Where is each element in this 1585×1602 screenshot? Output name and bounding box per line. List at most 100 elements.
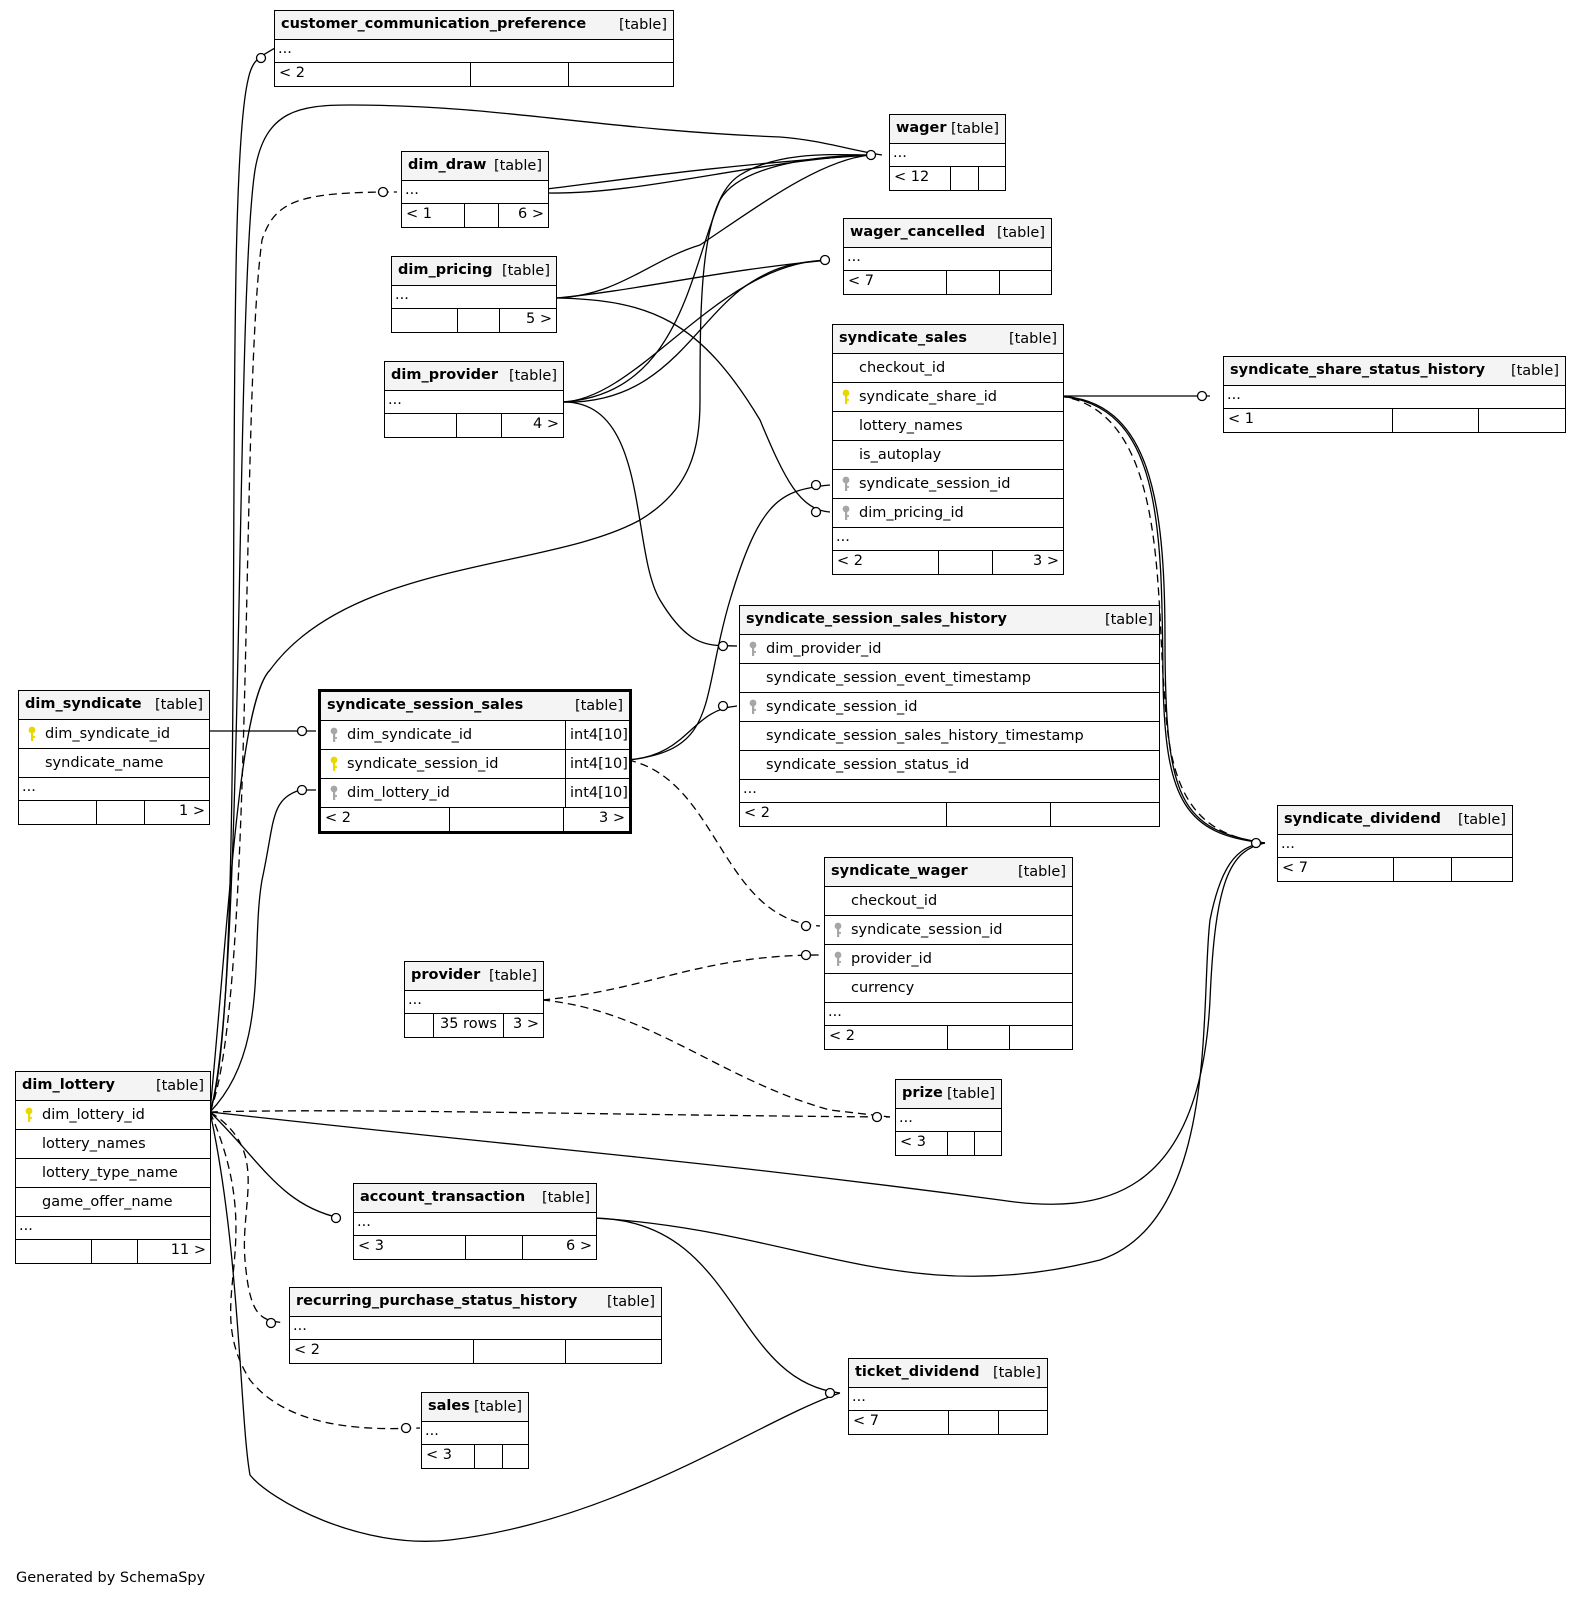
column-row[interactable]: syndicate_session_sales_history_timestam… <box>740 722 1159 751</box>
column-row[interactable]: dim_lottery_id <box>16 1101 210 1130</box>
column-row[interactable]: syndicate_share_id <box>833 383 1063 412</box>
more-columns-row[interactable]: ... <box>1278 835 1512 858</box>
table-dim-pricing[interactable]: dim_pricing[table]...5 > <box>391 256 557 333</box>
parents-count[interactable]: < 2 <box>294 1342 320 1358</box>
more-columns-row[interactable]: ... <box>825 1003 1072 1026</box>
more-columns-row[interactable]: ... <box>402 181 548 204</box>
table-header[interactable]: syndicate_share_status_history[table] <box>1224 357 1565 386</box>
children-count[interactable]: 3 > <box>563 808 629 831</box>
column-row[interactable]: lottery_type_name <box>16 1159 210 1188</box>
children-count[interactable] <box>1478 409 1565 432</box>
table-header[interactable]: dim_provider[table] <box>385 362 563 391</box>
column-row[interactable]: game_offer_name <box>16 1188 210 1217</box>
children-count[interactable] <box>1050 803 1159 826</box>
parents-count[interactable]: < 3 <box>900 1134 926 1150</box>
table-header[interactable]: dim_syndicate[table] <box>19 691 209 720</box>
more-columns-row[interactable]: ... <box>833 528 1063 551</box>
table-syndicate-share-status-history[interactable]: syndicate_share_status_history[table]...… <box>1223 356 1566 433</box>
more-columns-row[interactable]: ... <box>896 1109 1001 1132</box>
table-syndicate-session-sales[interactable]: syndicate_session_sales[table]dim_syndic… <box>318 689 632 834</box>
children-count[interactable]: 3 > <box>503 1014 543 1037</box>
table-header[interactable]: wager[table] <box>890 115 1005 144</box>
column-row[interactable]: checkout_id <box>833 354 1063 383</box>
table-header[interactable]: syndicate_dividend[table] <box>1278 806 1512 835</box>
table-sales[interactable]: sales[table]... < 3 <box>421 1392 529 1469</box>
table-header[interactable]: dim_draw[table] <box>402 152 548 181</box>
column-row[interactable]: syndicate_session_id <box>833 470 1063 499</box>
table-recurring-purchase-status-history[interactable]: recurring_purchase_status_history[table]… <box>289 1287 662 1364</box>
parents-count[interactable]: < 7 <box>853 1413 879 1429</box>
more-columns-row[interactable]: ... <box>290 1317 661 1340</box>
table-prize[interactable]: prize[table]... < 3 <box>895 1079 1002 1156</box>
table-wager[interactable]: wager[table]... < 12 <box>889 114 1006 191</box>
table-dim-provider[interactable]: dim_provider[table]...4 > <box>384 361 564 438</box>
more-columns-row[interactable]: ... <box>275 40 673 63</box>
parents-count[interactable]: < 2 <box>279 65 305 81</box>
parents-count[interactable]: < 3 <box>426 1447 452 1463</box>
parents-count[interactable] <box>405 1014 433 1037</box>
table-header[interactable]: account_transaction[table] <box>354 1184 596 1213</box>
column-row[interactable]: syndicate_session_event_timestamp <box>740 664 1159 693</box>
table-header[interactable]: recurring_purchase_status_history[table] <box>290 1288 661 1317</box>
parents-count[interactable]: < 1 <box>1228 411 1254 427</box>
parents-count[interactable] <box>16 1240 91 1263</box>
table-header[interactable]: syndicate_sales[table] <box>833 325 1063 354</box>
children-count[interactable] <box>1451 858 1512 881</box>
column-row[interactable]: dim_syndicate_id <box>19 720 209 749</box>
children-count[interactable] <box>1009 1026 1072 1049</box>
more-columns-row[interactable]: ... <box>16 1217 210 1240</box>
children-count[interactable]: 6 > <box>522 1236 596 1259</box>
parents-count[interactable]: < 12 <box>894 169 930 185</box>
table-header[interactable]: syndicate_session_sales_history[table] <box>740 606 1159 635</box>
children-count[interactable] <box>568 63 673 86</box>
column-row[interactable]: provider_id <box>825 945 1072 974</box>
children-count[interactable] <box>565 1340 661 1363</box>
more-columns-row[interactable]: ... <box>890 144 1005 167</box>
table-header[interactable]: customer_communication_preference[table] <box>275 11 673 40</box>
parents-count[interactable] <box>392 309 457 332</box>
children-count[interactable] <box>978 167 1005 190</box>
table-header[interactable]: wager_cancelled[table] <box>844 219 1051 248</box>
table-customer-communication-preference[interactable]: customer_communication_preference[table]… <box>274 10 674 87</box>
column-row[interactable]: currency <box>825 974 1072 1003</box>
more-columns-row[interactable]: ... <box>19 778 209 801</box>
children-count[interactable] <box>999 271 1051 294</box>
table-wager-cancelled[interactable]: wager_cancelled[table]...< 7 <box>843 218 1052 295</box>
children-count[interactable]: 6 > <box>498 204 548 227</box>
table-header[interactable]: provider[table] <box>405 962 543 991</box>
column-row[interactable]: checkout_id <box>825 887 1072 916</box>
table-header[interactable]: dim_pricing[table] <box>392 257 556 286</box>
parents-count[interactable]: < 3 <box>358 1238 384 1254</box>
children-count[interactable] <box>502 1445 528 1468</box>
children-count[interactable]: 4 > <box>501 414 563 437</box>
more-columns-row[interactable]: ... <box>422 1422 528 1445</box>
parents-count[interactable]: < 7 <box>848 273 874 289</box>
children-count[interactable] <box>974 1132 1001 1155</box>
parents-count[interactable]: < 2 <box>829 1028 855 1044</box>
more-columns-row[interactable]: ... <box>354 1213 596 1236</box>
table-header[interactable]: ticket_dividend[table] <box>849 1359 1047 1388</box>
table-ticket-dividend[interactable]: ticket_dividend[table]... < 7 <box>848 1358 1048 1435</box>
table-header[interactable]: prize[table] <box>896 1080 1001 1109</box>
column-row[interactable]: syndicate_session_status_id <box>740 751 1159 780</box>
parents-count[interactable] <box>19 801 96 824</box>
column-row[interactable]: syndicate_session_id <box>825 916 1072 945</box>
more-columns-row[interactable]: ... <box>849 1388 1047 1411</box>
column-row[interactable]: lottery_names <box>16 1130 210 1159</box>
table-header[interactable]: sales[table] <box>422 1393 528 1422</box>
children-count[interactable]: 5 > <box>499 309 556 332</box>
children-count[interactable]: 1 > <box>144 801 209 824</box>
children-count[interactable] <box>998 1411 1047 1434</box>
children-count[interactable]: 3 > <box>992 551 1063 574</box>
column-row[interactable]: is_autoplay <box>833 441 1063 470</box>
table-header[interactable]: syndicate_session_sales[table] <box>321 692 629 721</box>
column-row[interactable]: dim_pricing_id <box>833 499 1063 528</box>
